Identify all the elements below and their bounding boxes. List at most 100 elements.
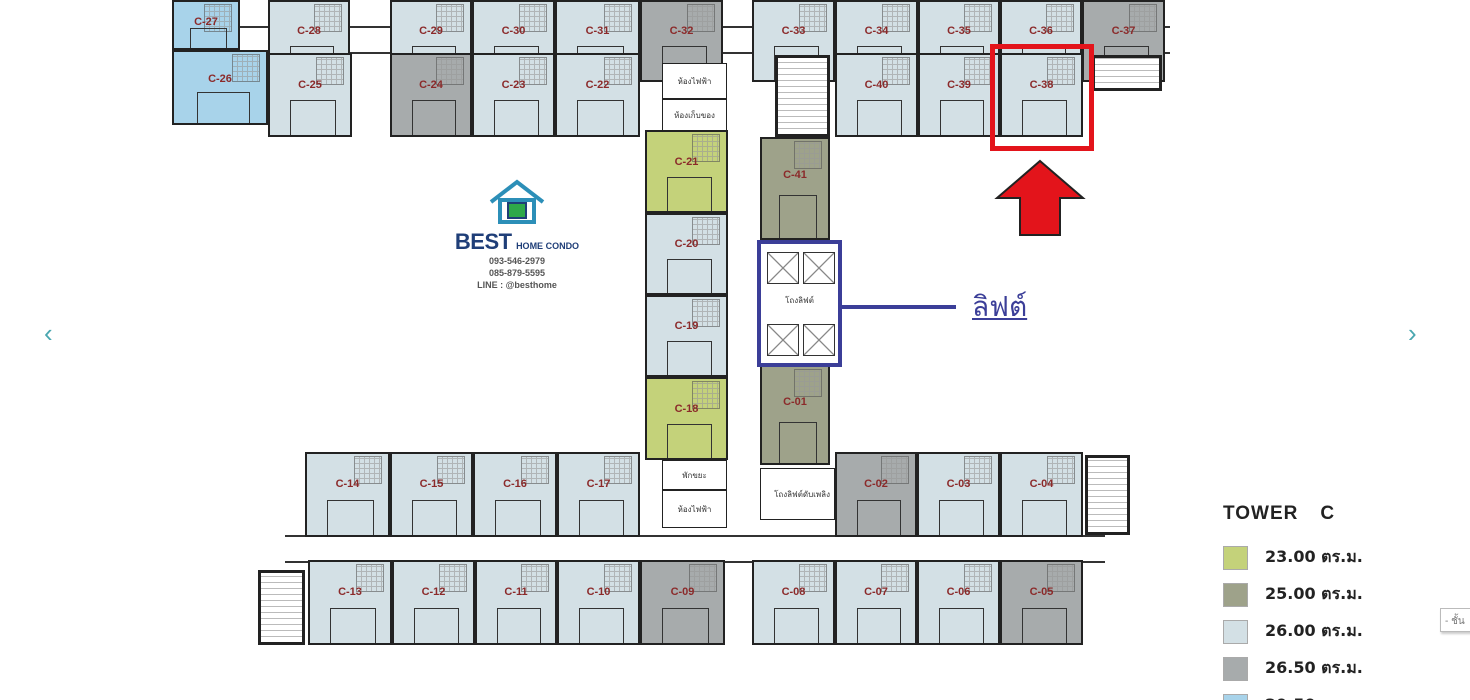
- unit-label: C-06: [946, 586, 971, 599]
- room-outline: [578, 607, 625, 643]
- unit-label: C-35: [947, 25, 971, 38]
- room-outline: [666, 259, 713, 293]
- unit-c-07: C-07: [835, 560, 917, 645]
- logo-brand-sub: HOME CONDO: [516, 241, 580, 251]
- unit-label: C-03: [946, 478, 971, 491]
- unit-c-27: C-27: [172, 0, 240, 50]
- unit-label: C-14: [335, 478, 360, 491]
- room-outline: [330, 607, 376, 643]
- unit-label: C-15: [419, 478, 444, 491]
- red-arrow-icon: [994, 159, 1086, 236]
- bathroom-icon: [437, 456, 465, 484]
- unit-c-38: C-38: [1000, 53, 1083, 137]
- stairwell: [258, 570, 305, 645]
- bathroom-icon: [356, 564, 384, 592]
- lift-car-icon: [767, 324, 799, 356]
- unit-label: C-19: [674, 320, 699, 333]
- unit-c-12: C-12: [392, 560, 475, 645]
- unit-c-10: C-10: [557, 560, 640, 645]
- bathroom-icon: [519, 57, 547, 85]
- unit-label: C-34: [864, 25, 889, 38]
- unit-label: C-26: [208, 73, 232, 86]
- bathroom-icon: [964, 456, 992, 484]
- bathroom-icon: [436, 57, 464, 85]
- unit-c-40: C-40: [835, 53, 918, 137]
- unit-label: C-33: [781, 25, 806, 38]
- room-outline: [662, 607, 709, 643]
- corridor-bottom: [285, 535, 1105, 563]
- phone-1: 093-546-2979: [488, 256, 546, 266]
- unit-label: C-20: [674, 238, 699, 251]
- bathroom-icon: [799, 564, 827, 592]
- unit-label: C-32: [669, 25, 694, 38]
- unit-label: C-39: [947, 79, 971, 91]
- service-room-electric-top: ห้องไฟฟ้า: [662, 63, 727, 99]
- bathroom-icon: [354, 456, 382, 484]
- bathroom-icon: [604, 57, 632, 85]
- next-slide-button[interactable]: ›: [1408, 318, 1417, 348]
- unit-c-09: C-09: [640, 560, 725, 645]
- prev-slide-button[interactable]: ‹: [44, 318, 53, 348]
- room-outline: [938, 499, 985, 535]
- room-outline: [411, 499, 458, 535]
- unit-label: C-37: [1111, 25, 1136, 38]
- unit-label: C-05: [1029, 586, 1054, 599]
- unit-c-26: C-26: [172, 50, 268, 125]
- unit-label: C-10: [586, 586, 611, 599]
- logo: BEST HOME CONDO 093-546-2979 085-879-559…: [452, 178, 582, 291]
- unit-label: C-22: [585, 79, 610, 91]
- unit-label: C-07: [864, 586, 888, 599]
- room-outline: [939, 100, 985, 135]
- room-outline: [773, 607, 820, 643]
- bathroom-icon: [521, 564, 549, 592]
- bathroom-icon: [521, 456, 549, 484]
- lift-box: โถงลิฟต์: [757, 240, 842, 367]
- bathroom-icon: [439, 564, 467, 592]
- phone-2: 085-879-5595: [488, 268, 546, 278]
- legend-label: 25.00 ตร.ม.: [1265, 584, 1363, 603]
- highlight-box-c38: [990, 44, 1094, 151]
- unit-c-08: C-08: [752, 560, 835, 645]
- unit-c-41: C-41: [760, 137, 830, 240]
- bathroom-icon: [1047, 456, 1075, 484]
- room-outline: [411, 100, 457, 135]
- stairwell: [775, 55, 830, 137]
- bathroom-icon: [436, 4, 464, 32]
- room-outline: [290, 100, 336, 135]
- unit-label: C-08: [781, 586, 806, 599]
- bathroom-icon: [1046, 4, 1074, 32]
- room-outline: [938, 607, 985, 643]
- lift-car-icon: [767, 252, 799, 284]
- unit-c-01: C-01: [760, 365, 830, 465]
- bathroom-icon: [964, 4, 992, 32]
- room-outline: [493, 100, 540, 135]
- unit-c-22: C-22: [555, 53, 640, 137]
- house-icon: [489, 179, 545, 224]
- unit-c-02: C-02: [835, 452, 917, 537]
- unit-label: C-23: [501, 79, 526, 91]
- fire-lift-lobby: โถงลิฟต์ดับเพลิง: [760, 468, 835, 520]
- bathroom-icon: [799, 4, 827, 32]
- bathroom-icon: [692, 299, 720, 327]
- room-outline: [856, 499, 902, 535]
- room-outline: [496, 607, 542, 643]
- bathroom-icon: [204, 4, 232, 32]
- bathroom-icon: [692, 217, 720, 245]
- bathroom-icon: [881, 456, 909, 484]
- legend-item: 26.50 ตร.ม.: [1223, 650, 1423, 687]
- legend-item: 26.00 ตร.ม.: [1223, 613, 1423, 650]
- floor-tooltip: - ชั้น: [1440, 608, 1470, 632]
- bathroom-icon: [604, 456, 632, 484]
- unit-label: C-41: [783, 168, 807, 181]
- bathroom-icon: [692, 134, 720, 162]
- unit-label: C-21: [674, 155, 699, 168]
- bathroom-icon: [692, 381, 720, 409]
- unit-label: C-40: [864, 79, 889, 91]
- unit-c-23: C-23: [472, 53, 555, 137]
- unit-c-25: C-25: [268, 53, 352, 137]
- unit-c-05: C-05: [1000, 560, 1083, 645]
- bathroom-icon: [794, 141, 822, 169]
- room-outline: [1021, 607, 1068, 643]
